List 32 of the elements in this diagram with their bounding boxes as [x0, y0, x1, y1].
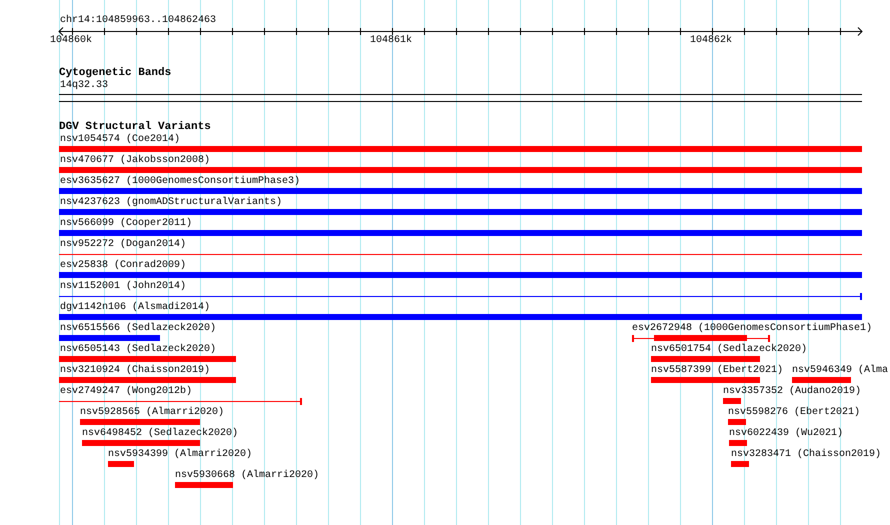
variant-label: nsv5930668 (Almarri2020)	[175, 470, 320, 482]
variant-label: nsv5946349 (Alma	[792, 365, 888, 377]
track-title: DGV Structural Variants	[59, 121, 211, 133]
variant-label: esv25838 (Conrad2009)	[60, 260, 186, 272]
variant-label: nsv6505143 (Sedlazeck2020)	[60, 344, 216, 356]
variant-label: nsv1054574 (Coe2014)	[60, 134, 180, 146]
coordinate-range: chr14:104859963..104862463	[60, 15, 216, 27]
band-label: 14q32.33	[60, 80, 108, 92]
axis-tick-label: 104860k	[50, 35, 92, 47]
variant-label: nsv3283471 (Chaisson2019)	[731, 449, 882, 461]
variant-label: nsv5928565 (Almarri2020)	[80, 407, 224, 419]
variant-label: nsv470677 (Jakobsson2008)	[60, 155, 210, 167]
variant-label: nsv6501754 (Sedlazeck2020)	[651, 344, 808, 356]
variant-label: nsv566099 (Cooper2011)	[60, 218, 192, 230]
axis-tick-label: 104862k	[690, 35, 732, 47]
variant-label: nsv952272 (Dogan2014)	[60, 239, 186, 251]
axis-tick-label: 104861k	[370, 35, 412, 47]
variant-label: nsv4237623 (gnomADStructuralVariants)	[60, 197, 282, 209]
variant-label: nsv6022439 (Wu2021)	[729, 428, 844, 440]
variant-label: nsv5934399 (Almarri2020)	[108, 449, 252, 461]
track-title: Cytogenetic Bands	[59, 67, 172, 79]
variant-label: esv2749247 (Wong2012b)	[60, 386, 192, 398]
variant-label: esv2672948 (1000GenomesConsortiumPhase1)	[632, 323, 872, 335]
variant-label: nsv5587399 (Ebert2021)	[651, 365, 784, 377]
variant-label: nsv3210924 (Chaisson2019)	[60, 365, 210, 377]
variant-label: nsv5598276 (Ebert2021)	[728, 407, 860, 419]
variant-label: esv3635627 (1000GenomesConsortiumPhase3)	[60, 176, 300, 188]
variant-label: nsv1152001 (John2014)	[60, 281, 186, 293]
variant-label: nsv6515566 (Sedlazeck2020)	[60, 323, 216, 335]
variant-label: nsv6498452 (Sedlazeck2020)	[82, 428, 238, 440]
variant-label: dgv1142n106 (Alsmadi2014)	[60, 302, 210, 314]
variant-label: nsv3357352 (Audano2019)	[723, 386, 862, 398]
